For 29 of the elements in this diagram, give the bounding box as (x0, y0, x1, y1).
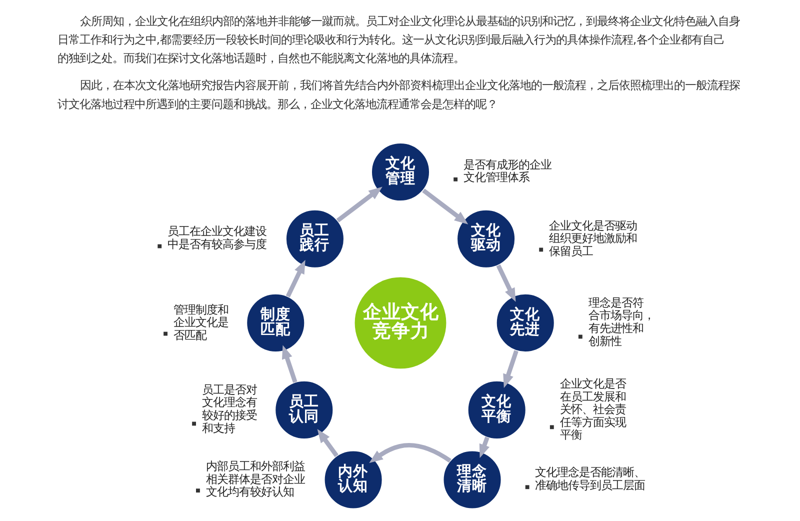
node-circle: 企业文化竞争力 (353, 276, 447, 370)
node-circle: 文化驱动 (456, 209, 516, 268)
node-circle: 员工认同 (274, 380, 334, 440)
node-circle: 文化平衡 (466, 380, 526, 440)
node-label: 管理制度和企业文化是否匹配 (172, 303, 228, 342)
node-label: 是否有成形的企业文化管理体系 (462, 158, 551, 184)
node-label: 企业文化是否在员工发展和关怀、社会责任等方面实现平衡 (559, 378, 626, 442)
arrow (496, 264, 516, 302)
arrow (478, 436, 489, 458)
node-circle: 文化管理 (370, 142, 430, 202)
node-label: 内部员工和外部利益相关群体是否对企业文化均有较好认知 (205, 460, 304, 499)
arrow (422, 188, 468, 224)
arrow (336, 186, 382, 222)
arrow (368, 443, 451, 463)
node-circle: 员工践行 (284, 209, 344, 268)
label: 因此，在本次文化落地研究报告内容展开前，我们将首先结合内外部资料梳理出企业文化落地的一般流程，之后依照梳理出的一般流程探讨文化落地过程中所遇到的主要问题和挑战。那么，企业文化落地流程通常会是怎样的呢？ (56, 79, 740, 111)
node-label: 理念是否符合市场导向，有先进性和创新性 (588, 296, 654, 348)
node-circle: 理念清晰 (442, 450, 502, 510)
node-circle: 文化先进 (495, 293, 554, 352)
label: 众所周知，企业文化在组织内部的落地并非能够一蹴而就。员工对企业文化理论从最基础的识别和记忆，到最终将企业文化特色融入自身日常工作和行为之中,都需要经历一段较长时间的理论吸收和行为转化。这一从文化识别到最后融入行为的具体操作流程,各个企业都有自己的独到之处。而我们在探讨文化落地话题时，自然也不能脱离文化落地的具体流程。 (56, 14, 740, 66)
arrow (285, 260, 305, 298)
node-label: 文化理念是否能清晰、准确地传导到员工层面 (534, 466, 645, 492)
node-label: 企业文化是否驱动组织更好地激励和保留员工 (548, 219, 636, 258)
arrow (281, 345, 297, 383)
node-label: 员工在企业文化建设中是否有较高参与度 (166, 225, 266, 251)
node-label: 员工是否对文化理念有较好的接受和支持 (201, 383, 256, 435)
arrow (502, 350, 518, 388)
node-circle: 制度匹配 (246, 293, 305, 352)
arrow (316, 429, 338, 458)
